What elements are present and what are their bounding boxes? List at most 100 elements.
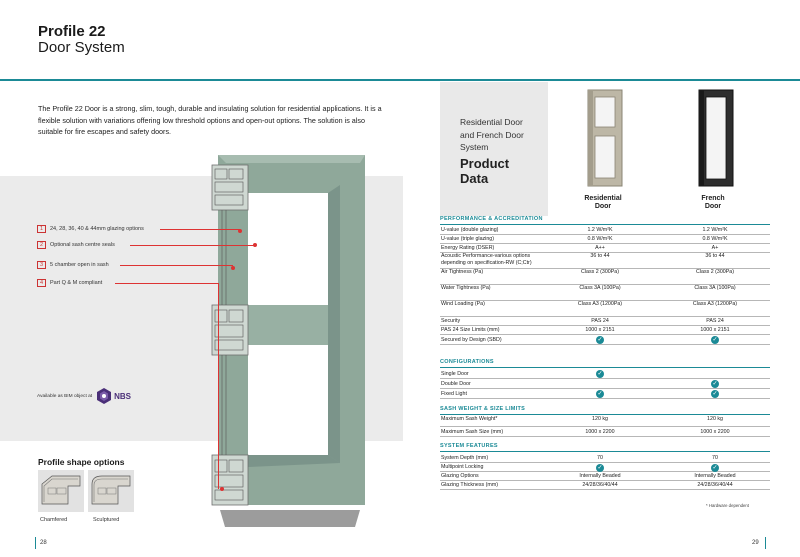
row-label: Single Door xyxy=(441,371,469,377)
french-value: PAS 24 xyxy=(706,318,724,324)
leader-line xyxy=(120,265,233,266)
residential-value: 1000 x 2200 xyxy=(585,429,615,435)
product-data-subheading: Residential Door and French Door System xyxy=(460,116,524,154)
residential-value: 70 xyxy=(597,455,603,461)
table-row: Single Door ✓ xyxy=(440,369,770,379)
section-header: SASH WEIGHT & SIZE LIMITS xyxy=(440,406,770,415)
french-value: 1000 x 2151 xyxy=(700,327,730,333)
table-row: Fixed Light ✓ ✓ xyxy=(440,389,770,399)
french-door-image xyxy=(698,89,734,187)
row-label: Glazing Options xyxy=(441,473,479,479)
check-icon: ✓ xyxy=(711,380,719,388)
subheading-line: System xyxy=(460,142,489,152)
row-label: Air Tightness (Pa) xyxy=(441,269,484,275)
row-label: U-value (triple glazing) xyxy=(441,236,494,242)
check-icon: ✓ xyxy=(550,463,650,472)
column-header-line: Door xyxy=(594,203,612,210)
row-label: Water Tightness (Pa) xyxy=(441,285,491,291)
check-icon: ✓ xyxy=(660,463,770,472)
intro-paragraph: The Profile 22 Door is a strong, slim, t… xyxy=(38,104,382,136)
sculptured-profile-image xyxy=(88,470,134,512)
page-number-bar xyxy=(765,537,766,549)
row-label: Energy Rating (DSER) xyxy=(441,245,495,251)
residential-value: Class 3A (100Pa) xyxy=(579,285,621,291)
page-number-bar xyxy=(35,537,36,549)
table-row: Air Tightness (Pa)Class 2 (300Pa)Class 2… xyxy=(440,269,770,285)
check-icon: ✓ xyxy=(550,335,650,344)
row-label: Maximum Sash Size (mm) xyxy=(441,429,504,435)
check-icon: ✓ xyxy=(550,389,650,398)
feature-item: 1 24, 28, 36, 40 & 44mm glazing options xyxy=(37,225,144,233)
header-rule xyxy=(0,79,800,81)
french-value: Class A3 (1200Pa) xyxy=(692,301,738,307)
leader-line xyxy=(218,283,219,489)
row-label: Multipoint Locking xyxy=(441,464,484,470)
table-row: Acoustic Performance-various options dep… xyxy=(440,253,770,269)
nbs-logo: NBS xyxy=(96,388,131,404)
french-value: 36 to 44 xyxy=(705,253,725,259)
check-icon: ✓ xyxy=(711,463,719,472)
table-row: System Depth (mm) 70 70 xyxy=(440,453,770,463)
column-header-line: Door xyxy=(704,203,722,210)
table-row: Double Door ✓ xyxy=(440,379,770,389)
residential-value: Class 2 (300Pa) xyxy=(581,269,619,275)
residential-value: 1.2 W/m²K xyxy=(587,227,613,233)
feature-item: 2 Optional sash centre seals xyxy=(37,241,115,249)
row-label: System Depth (mm) xyxy=(441,455,489,461)
check-icon: ✓ xyxy=(660,379,770,388)
check-icon: ✓ xyxy=(596,370,604,378)
check-icon: ✓ xyxy=(660,335,770,344)
check-icon: ✓ xyxy=(660,389,770,398)
subheading-line: and French Door xyxy=(460,129,524,140)
check-icon: ✓ xyxy=(711,390,719,398)
nbs-logo-icon xyxy=(97,388,112,404)
table-row: Energy Rating (DSER) A++ A+ xyxy=(440,244,770,253)
row-label: Double Door xyxy=(441,381,471,387)
page-number-right: 29 xyxy=(752,540,759,546)
leader-line xyxy=(160,229,240,230)
french-value: 0.8 W/m²K xyxy=(702,236,728,242)
french-value: A+ xyxy=(711,245,719,251)
table-row: Wind Loading (Pa)Class A3 (1200Pa)Class … xyxy=(440,301,770,317)
french-value: 1000 x 2200 xyxy=(700,429,730,435)
section-header: PERFORMANCE & ACCREDITATION xyxy=(440,216,770,225)
heading-line: Data xyxy=(460,171,489,186)
french-value: 24/28/36/40/44 xyxy=(697,482,733,488)
table-row: U-value (double glazing) 1.2 W/m²K 1.2 W/m… xyxy=(440,226,770,235)
row-label: Fixed Light xyxy=(441,391,467,397)
check-icon: ✓ xyxy=(711,336,719,344)
residential-value: PAS 24 xyxy=(591,318,609,324)
residential-value: Internally Beaded xyxy=(579,473,621,479)
feature-number: 3 xyxy=(37,261,46,269)
table-row: Secured by Design (SBD)✓✓ xyxy=(440,335,770,345)
product-data-heading: Product Data xyxy=(460,156,509,186)
column-header-line: Residential xyxy=(584,195,622,202)
page-title: Profile 22 xyxy=(38,23,106,40)
feature-item: 3 5 chamber open in sash xyxy=(37,261,109,269)
residential-value: A++ xyxy=(595,245,605,251)
bim-text: Available as BIM object at xyxy=(37,393,93,399)
row-label: Glazing Thickness (mm) xyxy=(441,482,499,488)
french-value: 70 xyxy=(712,455,718,461)
table-row: Water Tightness (Pa)Class 3A (100Pa)Clas… xyxy=(440,285,770,301)
check-icon: ✓ xyxy=(596,336,604,344)
french-value: 1.2 W/m²K xyxy=(702,227,728,233)
column-header-french: French Door xyxy=(663,195,763,211)
residential-value: 0.8 W/m²K xyxy=(587,236,613,242)
residential-value: 1000 x 2151 xyxy=(585,327,615,333)
bim-availability: Available as BIM object at NBS xyxy=(37,388,131,404)
residential-value: Class A3 (1200Pa) xyxy=(577,301,623,307)
check-icon: ✓ xyxy=(596,390,604,398)
heading-line: Product xyxy=(460,156,510,171)
feature-number: 1 xyxy=(37,225,46,233)
feature-label: 5 chamber open in sash xyxy=(50,262,109,268)
residential-value: 120 kg xyxy=(592,416,608,422)
table-row: Glazing Thickness (mm) 24/28/36/40/44 24/2… xyxy=(440,481,770,490)
feature-number: 4 xyxy=(37,279,46,287)
section-header: CONFIGURATIONS xyxy=(440,359,770,368)
residential-value: 24/28/36/40/44 xyxy=(582,482,618,488)
row-label: U-value (double glazing) xyxy=(441,227,499,233)
door-illustration xyxy=(211,155,365,527)
